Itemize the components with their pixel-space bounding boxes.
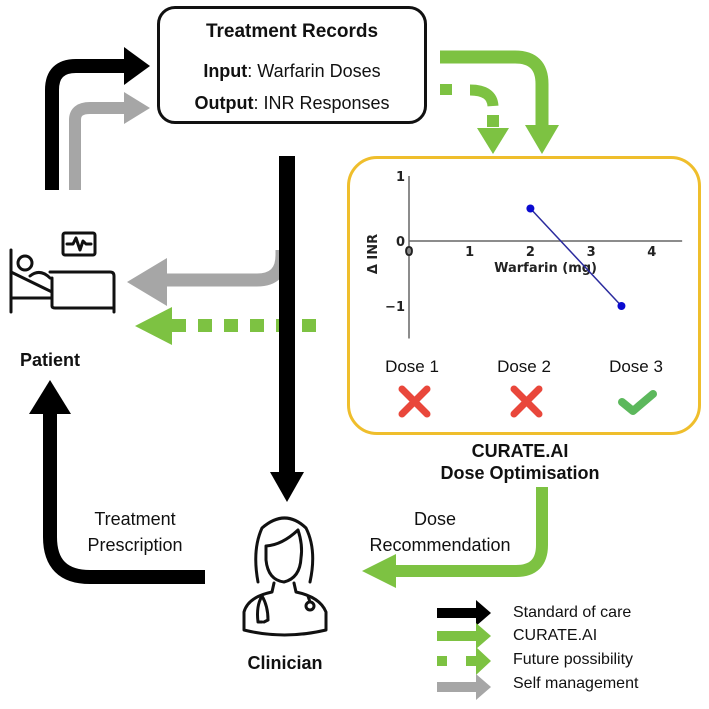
data-point bbox=[526, 204, 535, 213]
self-arrowhead-records-to-patient bbox=[127, 258, 167, 306]
x-tick-label: 4 bbox=[647, 245, 656, 260]
records-output-value: : INR Responses bbox=[253, 93, 390, 113]
curate-arrowhead-box-to-clinician bbox=[362, 554, 396, 588]
future-dash bbox=[440, 84, 452, 95]
dose-rec-label-line1: Dose bbox=[413, 509, 457, 529]
patient-bed-icon bbox=[9, 231, 116, 314]
records-input-line: Input: Warfarin Doses bbox=[160, 61, 424, 82]
clinician-icon bbox=[242, 516, 328, 637]
records-input-value: : Warfarin Doses bbox=[247, 61, 381, 81]
cross-icon bbox=[398, 385, 431, 418]
arrowhead-clinician-to-patient bbox=[29, 380, 71, 414]
x-tick-label: 2 bbox=[526, 245, 535, 260]
treatment-label-line1: Treatment bbox=[94, 509, 176, 529]
treatment-label-line2: Prescription bbox=[87, 535, 183, 555]
chart-axes: 0 1 2 3 4 1 0 −1 Warfarin (mg) Δ INR bbox=[366, 170, 683, 339]
records-output-line: Output: INR Responses bbox=[160, 93, 424, 114]
legend-curate: CURATE.AI bbox=[513, 627, 598, 644]
dose-label-2: Dose 2 bbox=[497, 357, 551, 376]
x-axis-label: Warfarin (mg) bbox=[494, 261, 597, 276]
records-input-key: Input bbox=[203, 61, 248, 81]
future-arrow-records-to-box bbox=[469, 84, 499, 107]
curate-box bbox=[347, 156, 701, 435]
self-arrow-patient-to-records bbox=[69, 102, 128, 190]
future-dash bbox=[487, 115, 499, 127]
y-tick-label: 1 bbox=[396, 170, 405, 185]
y-tick-label: −1 bbox=[385, 300, 405, 315]
records-output-key: Output bbox=[194, 93, 254, 113]
legend-self: Self management bbox=[513, 675, 639, 692]
clinician-label: Clinician bbox=[247, 653, 323, 673]
curate-title-line2: Dose Optimisation bbox=[440, 463, 600, 483]
dose-label-3: Dose 3 bbox=[609, 357, 663, 376]
arrow-records-to-clinician bbox=[279, 156, 295, 476]
arrowhead-records-to-clinician bbox=[270, 472, 304, 502]
dose-label-1: Dose 1 bbox=[385, 357, 439, 376]
future-arrowhead-curate-to-patient bbox=[135, 307, 172, 345]
cross-icon bbox=[510, 385, 543, 418]
x-tick-label: 0 bbox=[404, 245, 413, 260]
y-axis-label: Δ INR bbox=[366, 234, 381, 274]
legend-future: Future possibility bbox=[513, 651, 634, 668]
self-arrowhead-patient-to-records bbox=[124, 92, 150, 124]
arrow-patient-to-records bbox=[45, 59, 126, 190]
check-icon bbox=[618, 390, 657, 415]
y-tick-label: 0 bbox=[396, 235, 405, 250]
chart-marks bbox=[526, 204, 626, 310]
future-arrowhead-records-to-box bbox=[477, 128, 509, 154]
curate-arrow-box-to-clinician bbox=[392, 487, 548, 577]
series-line bbox=[529, 207, 622, 307]
curate-title-line1: CURATE.AI bbox=[471, 441, 569, 461]
arrow-clinician-to-patient bbox=[43, 410, 205, 584]
x-tick-label: 1 bbox=[465, 245, 474, 260]
curate-arrow-records-to-box bbox=[440, 50, 549, 126]
treatment-records-box: Treatment Records Input: Warfarin Doses … bbox=[157, 6, 427, 124]
curate-arrowhead-records-to-box bbox=[525, 125, 559, 154]
x-tick-label: 3 bbox=[587, 245, 596, 260]
arrowhead-patient-to-records bbox=[124, 47, 150, 85]
legend-standard: Standard of care bbox=[513, 604, 632, 621]
legend-arrows bbox=[437, 600, 491, 700]
records-title: Treatment Records bbox=[205, 21, 379, 42]
data-point bbox=[617, 302, 626, 310]
patient-label: Patient bbox=[19, 350, 80, 370]
dose-rec-label-line2: Recommendation bbox=[369, 535, 511, 555]
